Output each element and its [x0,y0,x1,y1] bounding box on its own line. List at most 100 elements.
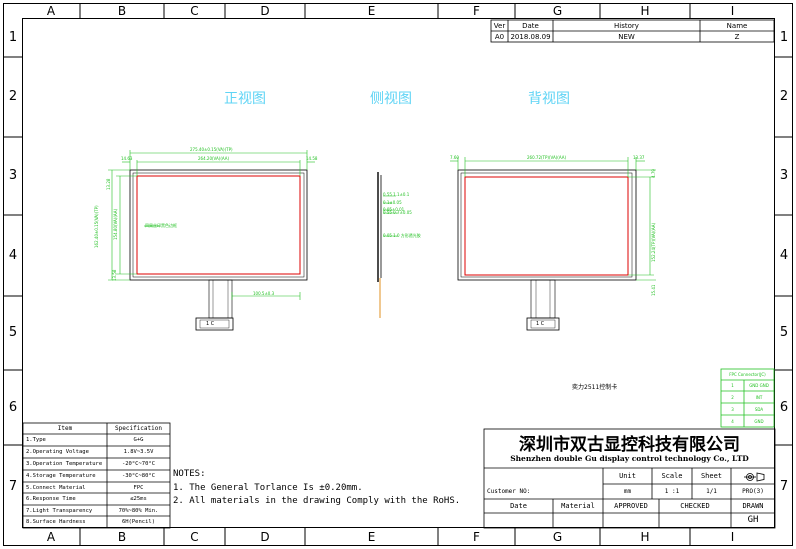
front-dim-left-top: 13.28 [106,178,111,190]
material-label: Material [561,502,595,510]
back-dim-top: 260.72(TP)(VA)(AA) [527,155,567,160]
spec-item: 1.Type [26,437,46,443]
row-label: 3 [8,168,18,183]
spec-header-spec: Specification [115,425,162,432]
row-label: 6 [8,399,18,415]
fpc-pin-number: 1 [731,383,734,388]
sheet-value: 1/1 [706,488,717,495]
sheet-label: Sheet [700,472,723,480]
drawn-value: GH [747,515,759,525]
front-dim-left-h1: 162.40±0.15(VA)(TP) [94,205,99,248]
column-label: F [473,530,480,544]
front-dim-left-margin: 14.63 [121,156,133,161]
unit-label: Unit [619,472,636,480]
spec-header-item: Item [57,425,73,432]
spec-value: -20°C~70°C [121,461,156,467]
fpc-pin-signal: GND GND [749,383,769,388]
fpc-pin-signal: SDA [754,406,764,412]
row-label: 1 [779,29,789,45]
column-label: H [640,4,650,18]
column-label: C [190,4,199,18]
side-view-title: 侧视图 [370,91,412,107]
front-dim-top-total: 275.40±0.15(VA)(TP) [190,147,233,152]
company-name-en: Shenzhen double Gu display control techn… [510,453,749,463]
row-label: 4 [779,247,789,263]
row-label: 1 [8,29,18,45]
back-dim-left: 7.60 [450,155,459,160]
date-label: Date [510,502,527,510]
spec-value: 1.8V~3.5V [123,449,154,455]
front-dim-left-bottom: 13.58 [112,269,117,281]
spec-item: 2.Operating Voltage [26,449,89,455]
scale-value: 1 :1 [664,488,680,495]
notes-title: NOTES: [173,469,206,479]
column-label: E [367,4,376,18]
company-name-cn: 深圳市双古显控科技有限公司 [519,434,740,454]
front-fpc-label: 1 C [206,321,215,327]
fpc-pin-number: 2 [731,394,734,400]
checked-label: CHECKED [680,502,710,510]
spec-value: FPC [133,484,144,491]
history-header-date: Date [522,21,539,30]
column-label: C [190,530,199,544]
history-date: 2018.08.09 [510,32,551,41]
front-dim-right-margin: 14.58 [306,156,318,161]
front-dim-top-inner: 264.20(VA)(AA) [198,156,230,161]
column-label: B [117,530,127,544]
notes-line-1: 1. The General Torlance Is ±0.20mm. [173,483,363,493]
back-dim-right: 13.37 [633,155,645,160]
history-header-history: History [614,21,639,30]
column-label: H [640,530,650,544]
spec-value: G+G [133,437,144,443]
drawn-label: DRAWN [742,502,764,510]
history-name: Z [734,32,740,41]
row-label: 2 [779,89,789,104]
spec-value: 70%~80% Min. [118,507,159,514]
column-label: D [260,530,270,544]
spec-value: ≤25ms [130,496,147,502]
spec-value: 6H(Pencil) [121,519,156,525]
column-label: D [260,4,270,18]
spec-item: 3.Operation Temperature [26,461,103,467]
spec-item: 8.Surface Hardness [26,519,86,525]
side-note: 0.05 1.0 方形透光胶 [383,233,421,238]
column-label: G [552,4,563,18]
back-dim-right-bottom: 15.41 [651,284,656,296]
customer-label: Customer NO: [487,488,531,495]
column-label: I [730,530,735,544]
back-dim-right-h: 152.24(TP)(VA)(AA) [651,222,656,262]
back-fpc-label: 1 C [536,321,545,327]
fpc-pin-number: 3 [731,406,734,412]
front-center-note: 四周丝印黑色边框 [145,223,177,228]
front-dim-left-h2: 154.80(VA)(AA) [113,208,118,240]
column-label: B [117,4,127,18]
connector-note: 奕力2511控制卡 [572,384,618,391]
side-note: 0.55 0.7±0.05 [383,210,412,215]
fpc-pin-signal: INT [755,394,763,400]
fpc-connector-title: FPC Connector(JC) [729,372,766,377]
back-dim-right-top: 4.79 [651,169,656,178]
unit-value: mm [623,488,632,495]
fpc-pin-signal: GND [754,418,764,424]
column-label: A [46,4,56,18]
row-label: 5 [779,325,789,340]
column-label: G [552,530,563,544]
spec-value: -30°C~80°C [121,473,156,479]
fpc-pin-number: 4 [731,418,734,424]
scale-label: Scale [661,472,683,480]
side-note: 0.05±0.01 [383,207,405,212]
projection-label: PRO(3) [742,488,764,495]
side-note: 0.55 1.1±0.1 [383,192,410,197]
spec-item: 5.Connect Material [26,484,86,491]
column-label: F [473,4,480,18]
row-label: 5 [8,325,18,340]
notes-line-2: 2. All materials in the drawing Comply w… [173,496,461,506]
row-label: 7 [8,478,18,494]
approved-label: APPROVED [614,502,648,510]
row-label: 3 [779,168,789,183]
column-label: A [46,530,56,544]
history-ver: A0 [494,32,505,41]
row-label: 7 [779,478,789,494]
